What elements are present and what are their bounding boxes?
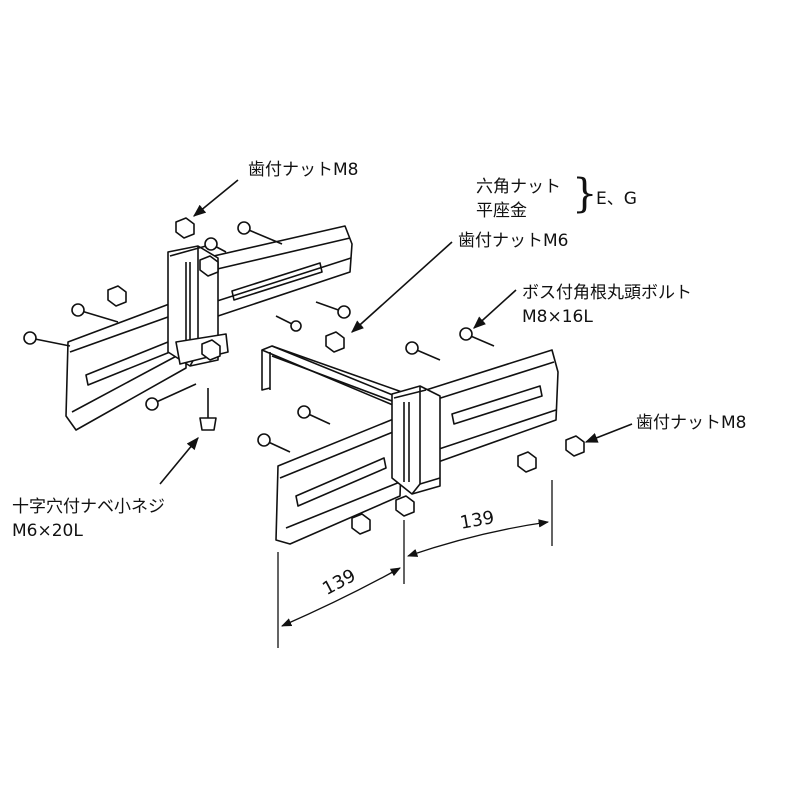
label-flange-nut-m8-top: 歯付ナットM8 (248, 160, 359, 180)
leader-lines (159, 179, 633, 485)
dimension-lines (277, 480, 553, 648)
bolts (23, 221, 495, 453)
label-carriage-bolt-size: M8×16L (522, 307, 593, 327)
back-left-bracket (65, 225, 353, 431)
nuts (107, 217, 585, 535)
front-right-bracket (275, 349, 559, 545)
label-hex-nut: 六角ナット (476, 177, 561, 197)
label-carriage-bolt-name: ボス付角根丸頭ボルト (522, 283, 692, 303)
label-eg-note: E、G (596, 189, 637, 209)
brace-symbol: } (572, 171, 598, 217)
label-flange-nut-m8-right: 歯付ナットM8 (636, 413, 747, 433)
label-flange-nut-m6: 歯付ナットM6 (458, 231, 569, 251)
label-flat-washer: 平座金 (476, 201, 527, 221)
label-screw-size: M6×20L (12, 521, 83, 541)
label-screw-name: 十字穴付ナベ小ネジ (12, 497, 165, 517)
connecting-channel (261, 345, 403, 409)
